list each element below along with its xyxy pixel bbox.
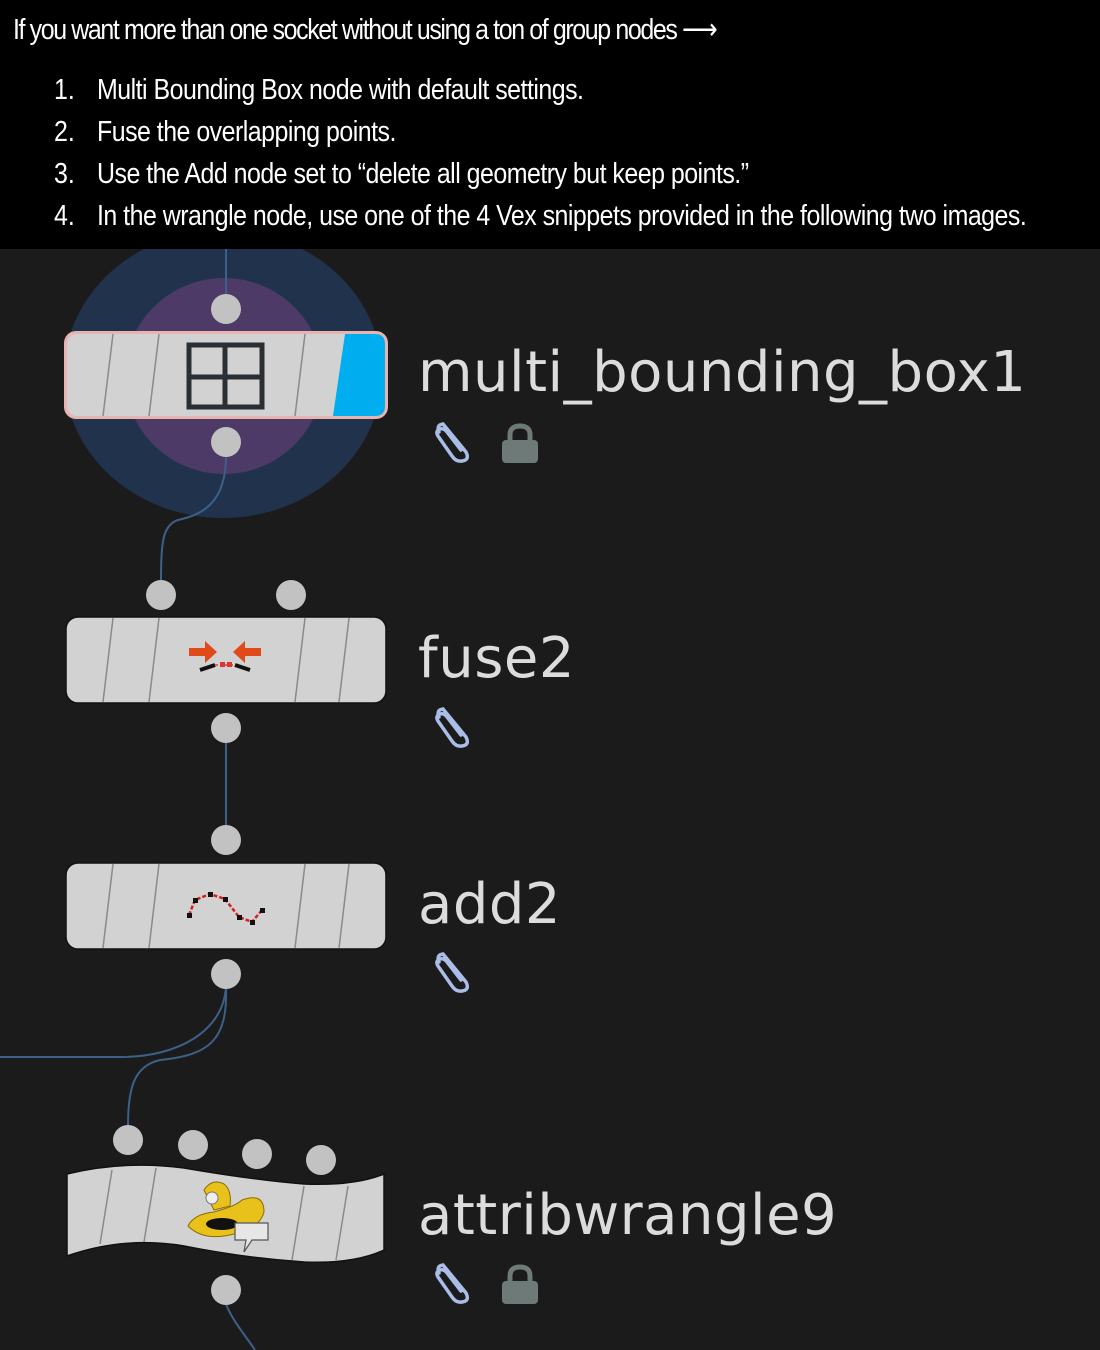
- node-body: [65, 862, 387, 950]
- step-item: 1.Multi Bounding Box node with default s…: [54, 74, 584, 106]
- node-label[interactable]: add2: [418, 872, 562, 937]
- node-input-socket-2[interactable]: [276, 580, 306, 610]
- node-label[interactable]: fuse2: [418, 626, 575, 691]
- paperclip-icon[interactable]: [430, 705, 476, 751]
- node-label[interactable]: multi_bounding_box1: [418, 340, 1027, 405]
- wire-mbb-to-fuse: [160, 455, 227, 581]
- instructions-title: If you want more than one socket without…: [13, 14, 718, 46]
- node-input-socket-4[interactable]: [306, 1145, 336, 1175]
- node-multi-bounding-box[interactable]: [63, 330, 389, 420]
- paperclip-icon[interactable]: [430, 1261, 476, 1307]
- node-output-socket[interactable]: [211, 959, 241, 989]
- step-item: 2.Fuse the overlapping points.: [54, 116, 396, 148]
- node-input-socket-2[interactable]: [178, 1130, 208, 1160]
- lock-icon[interactable]: [498, 1262, 542, 1306]
- node-flags: [430, 1261, 542, 1307]
- node-flags: [430, 420, 542, 466]
- fuse-arrows-icon: [189, 641, 261, 672]
- node-input-socket[interactable]: [211, 294, 241, 324]
- node-body: [65, 616, 387, 704]
- node-fuse[interactable]: [65, 616, 387, 704]
- node-output-socket[interactable]: [211, 427, 241, 457]
- node-input-socket[interactable]: [211, 825, 241, 855]
- node-output-socket[interactable]: [211, 1275, 241, 1305]
- node-input-socket-1[interactable]: [146, 580, 176, 610]
- step-item: 4.In the wrangle node, use one of the 4 …: [54, 200, 1027, 232]
- node-attribwrangle[interactable]: [64, 1162, 388, 1272]
- paperclip-icon[interactable]: [430, 950, 476, 996]
- add-curve-points-icon: [187, 892, 265, 925]
- node-flags: [430, 705, 476, 751]
- cowboy-hat-icon: [187, 1181, 269, 1253]
- node-body: [66, 1164, 385, 1263]
- node-label[interactable]: attribwrangle9: [418, 1183, 838, 1248]
- instructions-header: If you want more than one socket without…: [0, 0, 1100, 249]
- node-body: [64, 331, 388, 419]
- node-flags: [430, 950, 476, 996]
- instructions-steps: 1.Multi Bounding Box node with default s…: [54, 74, 1100, 242]
- paperclip-icon[interactable]: [430, 420, 476, 466]
- node-add[interactable]: [65, 862, 387, 950]
- wire-wrangle-out: [225, 1303, 256, 1350]
- step-item: 3.Use the Add node set to “delete all ge…: [54, 158, 749, 190]
- lock-icon[interactable]: [498, 421, 542, 465]
- wire-add-to-left: [0, 985, 227, 1058]
- node-input-socket-1[interactable]: [113, 1125, 143, 1155]
- node-output-socket[interactable]: [211, 713, 241, 743]
- node-input-socket-3[interactable]: [242, 1139, 272, 1169]
- wire-add-to-wrangle: [127, 985, 228, 1127]
- grid-icon: [186, 342, 265, 410]
